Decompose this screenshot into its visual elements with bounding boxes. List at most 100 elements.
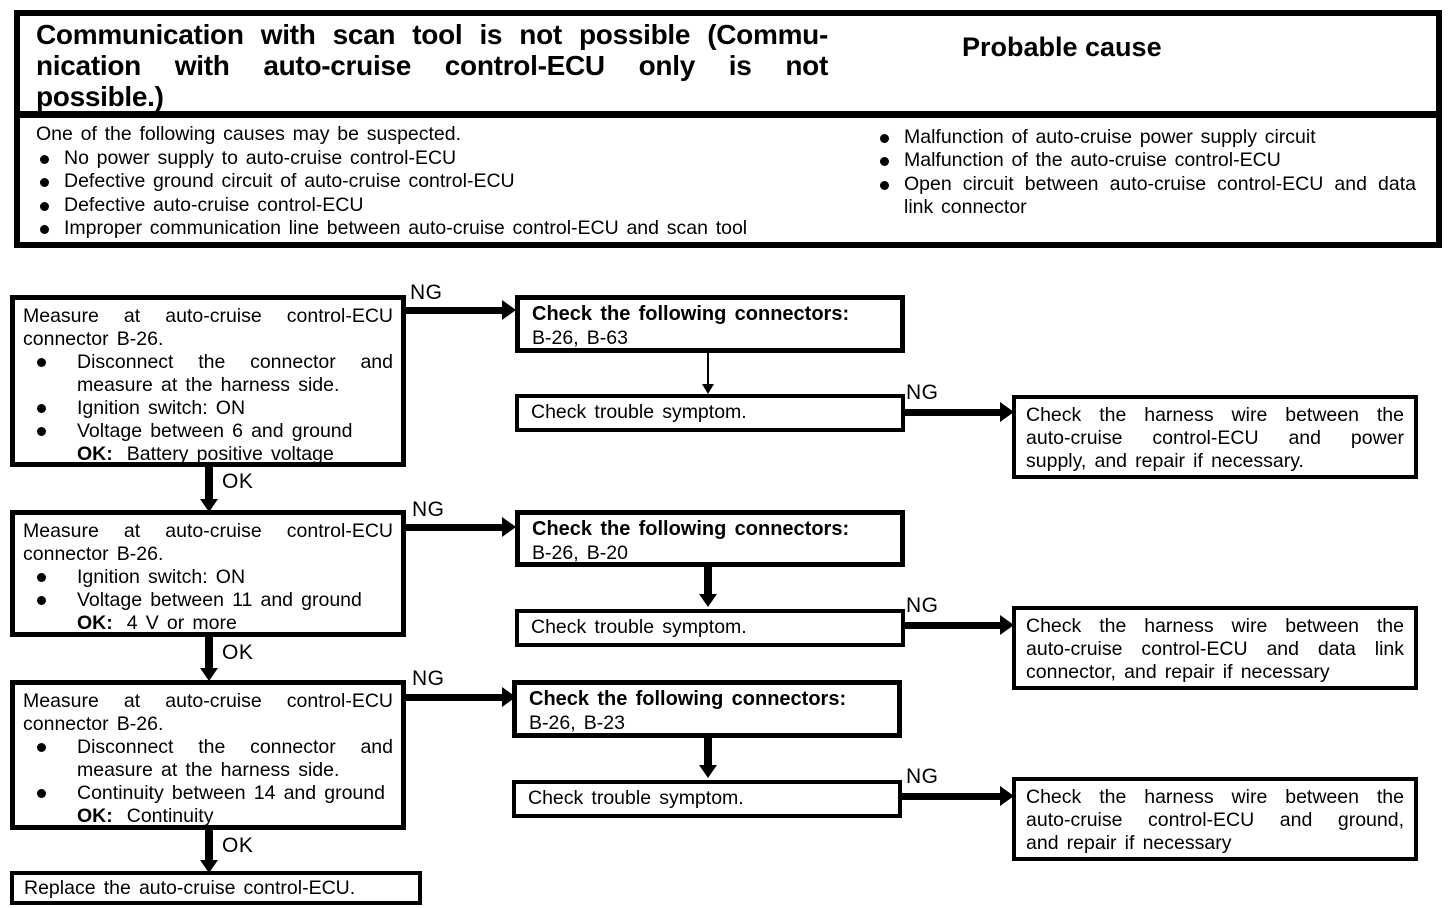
arrowhead-down-icon xyxy=(699,765,717,778)
ng-label: NG xyxy=(410,281,443,304)
text-line: Continuity between 14 and ground xyxy=(77,782,385,804)
text-line: Measure at auto-cruise control-ECU xyxy=(23,520,393,542)
text-line: auto-cruise control-ECU and ground, xyxy=(1026,809,1404,831)
arrowhead-down-icon xyxy=(699,594,717,607)
bullet-item: Voltage between 11 and ground OK:4 V or … xyxy=(23,589,393,635)
title-line: Communication with scan tool is not poss… xyxy=(36,19,828,50)
connectors-box-2: Check the following connectors: B-26, B-… xyxy=(515,510,905,567)
bullet-icon xyxy=(40,201,49,211)
text-line: supply, and repair if necessary. xyxy=(1026,450,1304,472)
page-title: Communication with scan tool is not poss… xyxy=(36,19,828,112)
text-line: B-26, B-23 xyxy=(529,712,625,734)
title-line: possible.) xyxy=(36,81,164,112)
arrowhead-down-icon xyxy=(200,860,218,873)
title-line: nication with auto-cruise control-ECU on… xyxy=(36,50,828,81)
action-box-1: Check the harness wire between the auto-… xyxy=(1012,395,1418,479)
bullet-icon xyxy=(880,134,889,143)
ng-arrow xyxy=(903,622,1000,629)
list-item: Malfunction of auto-cruise power supply … xyxy=(876,126,1424,149)
text-line: Measure at auto-cruise control-ECU xyxy=(23,690,393,712)
text-line: Check the following connectors: xyxy=(529,688,847,710)
text-line: B-26, B-20 xyxy=(532,542,628,564)
ng-arrow xyxy=(903,409,1000,416)
list-item-text: No power supply to auto-cruise control-E… xyxy=(64,147,457,169)
symptom-box-2: Check trouble symptom. xyxy=(515,609,905,647)
probable-cause-heading: Probable cause xyxy=(962,32,1162,62)
arrowhead-right-icon xyxy=(1000,615,1014,635)
list-item: Defective auto-cruise control-ECU xyxy=(36,194,836,217)
text-line: Ignition switch: ON xyxy=(77,566,246,588)
bullet-icon xyxy=(37,404,46,413)
suspected-intro: One of the following causes may be suspe… xyxy=(36,123,462,145)
bullet-icon xyxy=(880,157,889,167)
ng-arrow xyxy=(406,694,502,701)
ng-arrow xyxy=(406,307,502,314)
down-arrow xyxy=(704,738,712,767)
text-line: Measure at auto-cruise control-ECU xyxy=(23,305,393,327)
list-item: No power supply to auto-cruise control-E… xyxy=(36,147,836,170)
list-item-text: Defective auto-cruise control-ECU xyxy=(64,193,364,216)
text-line: Disconnect the connector and xyxy=(77,351,393,373)
text-line: Check the harness wire between the xyxy=(1026,615,1404,637)
text-line: Check trouble symptom. xyxy=(531,401,747,423)
arrowhead-right-icon xyxy=(1000,402,1014,422)
text-line: and repair if necessary xyxy=(1026,832,1232,854)
ng-arrow xyxy=(902,793,1000,800)
list-item: Open circuit between auto-cruise control… xyxy=(876,173,1424,220)
ng-label: NG xyxy=(906,381,939,404)
arrowhead-down-icon xyxy=(200,499,218,512)
text-line: connector, and repair if necessary xyxy=(1026,661,1330,683)
bullet-icon xyxy=(37,573,46,582)
ok-label: OK xyxy=(222,834,254,857)
list-item-text: Malfunction of auto-cruise power supply … xyxy=(904,126,1316,148)
ok-label: OK xyxy=(222,641,254,664)
ok-arrow xyxy=(205,467,213,502)
bullet-icon xyxy=(37,789,46,798)
list-item: Improper communication line between auto… xyxy=(36,217,836,240)
bullet-icon xyxy=(37,743,46,752)
bullet-item: Ignition switch: ON xyxy=(23,397,393,420)
text-line: measure at the harness side. xyxy=(77,374,340,396)
bullet-item: Ignition switch: ON xyxy=(23,566,393,589)
final-box: Replace the auto-cruise control-ECU. xyxy=(10,871,422,905)
arrowhead-right-icon xyxy=(502,300,516,320)
text-line: Check the following connectors: xyxy=(532,303,850,325)
connectors-box-1: Check the following connectors: B-26, B-… xyxy=(515,295,905,353)
ng-label: NG xyxy=(906,765,939,788)
down-arrow xyxy=(707,353,709,386)
list-item-text: Open circuit between auto-cruise control… xyxy=(904,172,1416,219)
text-line: auto-cruise control-ECU and data link xyxy=(1026,638,1404,660)
bullet-item: Disconnect the connector and measure at … xyxy=(23,736,393,782)
action-box-2: Check the harness wire between the auto-… xyxy=(1012,606,1418,690)
ng-arrow xyxy=(406,524,502,531)
list-item: Defective ground circuit of auto-cruise … xyxy=(36,170,836,193)
header-table: Communication with scan tool is not poss… xyxy=(14,10,1442,248)
text-line: B-26, B-63 xyxy=(532,327,628,349)
bullet-icon xyxy=(37,358,46,367)
connectors-box-3: Check the following connectors: B-26, B-… xyxy=(512,680,902,738)
arrowhead-down-icon xyxy=(702,384,714,394)
bullet-icon xyxy=(40,225,49,235)
bullet-icon xyxy=(40,155,49,164)
bullet-icon xyxy=(40,178,49,188)
list-item-text: Improper communication line between auto… xyxy=(64,217,748,240)
list-item: Malfunction of the auto-cruise control-E… xyxy=(876,149,1424,172)
ok-arrow xyxy=(205,637,213,670)
bullet-item: Continuity between 14 and ground OK:Cont… xyxy=(23,782,393,828)
text-line: Replace the auto-cruise control-ECU. xyxy=(24,877,356,899)
text-line: connector B-26. xyxy=(23,713,164,735)
text-line: measure at the harness side. xyxy=(77,759,340,781)
ng-label: NG xyxy=(906,594,939,617)
bullet-icon xyxy=(37,427,46,436)
text-line: Check the harness wire between the xyxy=(1026,404,1404,426)
text-line: Voltage between 6 and ground xyxy=(77,420,353,442)
ok-criteria-line: OK:Continuity xyxy=(77,805,214,827)
header-divider xyxy=(14,111,1442,118)
measure-box-2: Measure at auto-cruise control-ECU conne… xyxy=(10,510,406,637)
ng-label: NG xyxy=(412,498,445,521)
text-line: Voltage between 11 and ground xyxy=(77,589,362,611)
text-line: connector B-26. xyxy=(23,543,164,565)
text-line: auto-cruise control-ECU and power xyxy=(1026,427,1404,449)
text-line: Check the following connectors: xyxy=(532,518,850,540)
